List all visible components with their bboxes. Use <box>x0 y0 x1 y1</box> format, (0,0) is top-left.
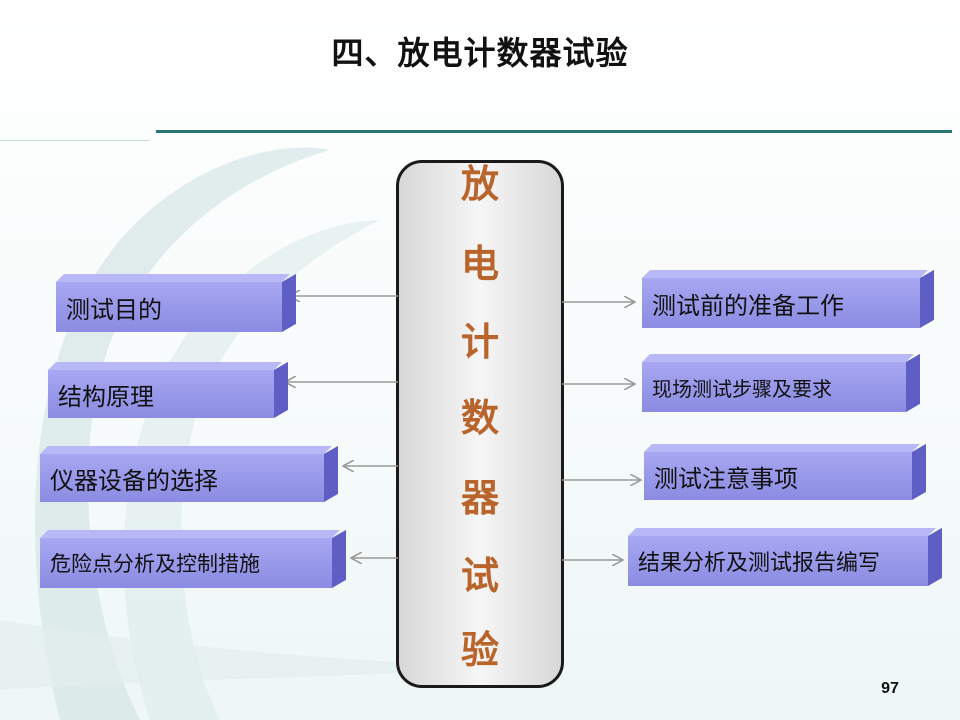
left-box-label: 危险点分析及控制措施 <box>50 552 260 576</box>
box-bevel-side <box>928 527 942 586</box>
box-bevel-top <box>628 528 936 536</box>
left-box-label: 仪器设备的选择 <box>50 466 218 495</box>
right-box-preparation: 测试前的准备工作 <box>642 269 934 328</box>
box-bevel-side <box>920 269 934 328</box>
right-box-procedure: 现场测试步骤及要求 <box>642 353 920 412</box>
left-box-risks: 危险点分析及控制措施 <box>40 529 346 588</box>
box-bevel-side <box>332 529 346 588</box>
box-bevel-top <box>48 362 282 370</box>
box-bevel-top <box>40 530 340 538</box>
center-char: 电 <box>460 241 499 286</box>
box-bevel-side <box>274 361 288 418</box>
right-box-analysis: 结果分析及测试报告编写 <box>628 527 942 586</box>
right-box-label: 结果分析及测试报告编写 <box>638 551 881 576</box>
box-bevel-top <box>642 270 928 278</box>
slide-title: 四、放电计数器试验 <box>331 34 629 72</box>
left-box-label: 测试目的 <box>66 295 162 324</box>
left-box-instruments: 仪器设备的选择 <box>40 445 338 502</box>
center-char: 数 <box>460 395 499 440</box>
box-bevel-side <box>912 443 926 500</box>
center-char: 试 <box>460 553 499 598</box>
box-bevel-top <box>40 446 332 454</box>
box-bevel-side <box>282 273 296 332</box>
right-box-precautions: 测试注意事项 <box>644 443 926 500</box>
box-bevel-side <box>906 353 920 412</box>
right-box-label: 测试注意事项 <box>654 464 798 493</box>
center-char: 验 <box>460 627 499 672</box>
box-bevel-top <box>644 444 920 452</box>
left-box-purpose: 测试目的 <box>56 273 296 332</box>
center-panel <box>396 160 564 688</box>
box-bevel-top <box>642 354 914 362</box>
left-box-label: 结构原理 <box>58 382 154 411</box>
center-char: 放 <box>460 161 499 206</box>
left-box-structure: 结构原理 <box>48 361 288 418</box>
center-char: 计 <box>460 319 499 364</box>
box-bevel-side <box>324 445 338 502</box>
box-bevel-top <box>56 274 290 282</box>
left-thin-divider <box>0 140 150 141</box>
title-divider <box>156 130 952 133</box>
center-char: 器 <box>460 475 499 520</box>
page-number: 97 <box>881 680 899 697</box>
right-box-label: 测试前的准备工作 <box>652 291 844 320</box>
right-box-label: 现场测试步骤及要求 <box>652 376 832 401</box>
